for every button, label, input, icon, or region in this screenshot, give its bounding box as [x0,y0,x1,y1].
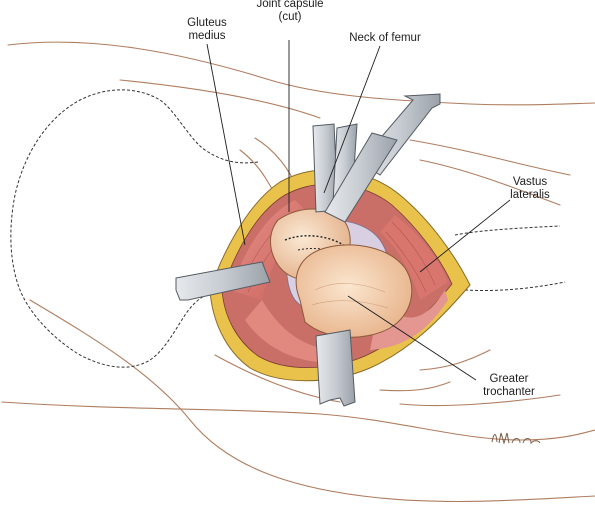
retractor-icon [324,132,398,223]
label-gluteus-medius: Gluteus medius [187,17,227,42]
retractor-icon [315,329,356,407]
label-neck-of-femur: Neck of femur [349,32,421,44]
label-joint-capsule: Joint capsule (cut) [256,0,324,23]
label-greater-trochanter: Greater trochanter [483,373,535,398]
femur [270,208,413,338]
label-vastus-lateralis: Vastus lateralis [510,176,550,201]
retractors [175,93,441,407]
signature-mark [491,432,541,445]
skin-contours [1,41,595,503]
pelvis-outline [10,89,566,368]
leader-lines [206,40,511,381]
retractor-icon [175,261,271,301]
